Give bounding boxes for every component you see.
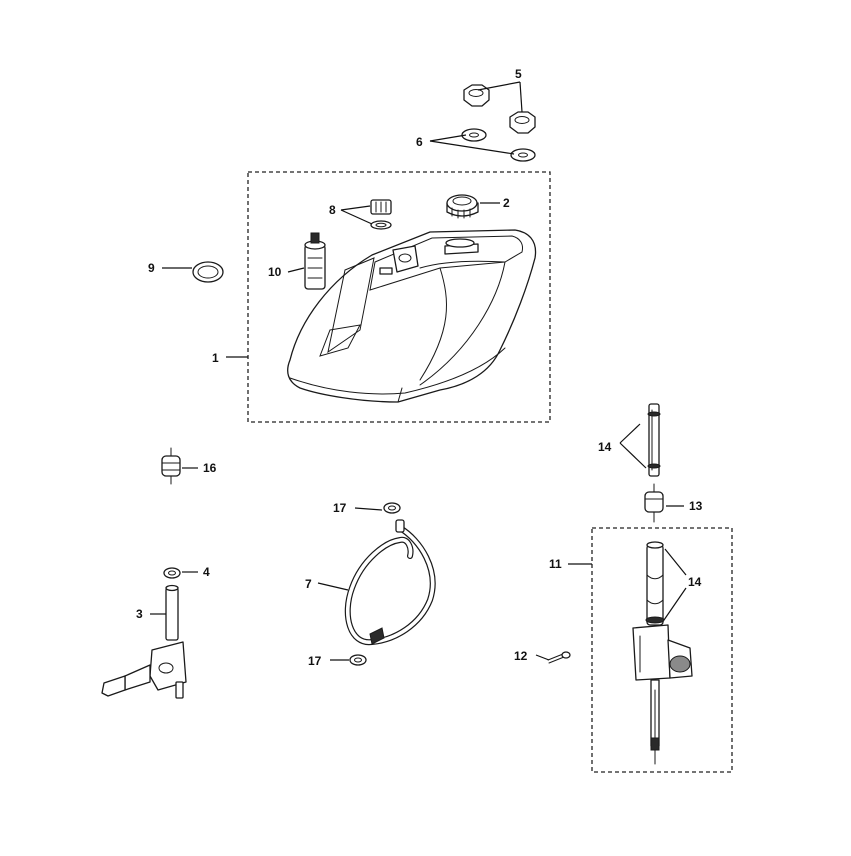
- callout-9: 9: [148, 261, 155, 275]
- callout-17-lower: 17: [308, 654, 322, 668]
- nut-part: [463, 84, 536, 134]
- fuel-cap-part: [446, 194, 479, 219]
- callout-12: 12: [514, 649, 528, 663]
- rubber-damper-part: [161, 447, 181, 485]
- screw-part: [547, 651, 571, 664]
- callout-14-upper: 14: [598, 440, 612, 454]
- callout-17-upper: 17: [333, 501, 347, 515]
- callout-5: 5: [515, 67, 522, 81]
- level-sensor-part: [304, 232, 326, 290]
- fuel-tank-assembly-box: [247, 171, 551, 423]
- callout-10: 10: [268, 265, 282, 279]
- sealing-ring-part: [192, 261, 224, 283]
- callout-16: 16: [203, 461, 217, 475]
- hose-clamp-part: [163, 567, 181, 579]
- callout-13: 13: [689, 499, 703, 513]
- washer-part: [461, 128, 536, 162]
- hose-clip-part-upper: [383, 502, 401, 514]
- filter-strainer-part: [370, 199, 392, 230]
- callout-4: 4: [203, 565, 210, 579]
- fuel-tank-part: [287, 229, 537, 403]
- callout-14-lower: 14: [688, 575, 702, 589]
- callout-8: 8: [329, 203, 336, 217]
- fuel-hose-part: [344, 519, 436, 646]
- fuel-tap-part: [101, 584, 187, 699]
- callout-11: 11: [549, 557, 562, 571]
- fuel-level-sensor-assembly-box: [591, 527, 733, 773]
- callout-2: 2: [503, 196, 510, 210]
- callout-6: 6: [416, 135, 423, 149]
- hose-clip-part-lower: [349, 654, 367, 666]
- callout-3: 3: [136, 607, 143, 621]
- callout-7: 7: [305, 577, 312, 591]
- callout-1: 1: [212, 351, 219, 365]
- fuel-filter-part: [644, 483, 664, 523]
- fuel-tube-part: [647, 403, 661, 477]
- fuel-pump-assembly-part: [632, 541, 693, 765]
- leader-lines: [150, 81, 687, 661]
